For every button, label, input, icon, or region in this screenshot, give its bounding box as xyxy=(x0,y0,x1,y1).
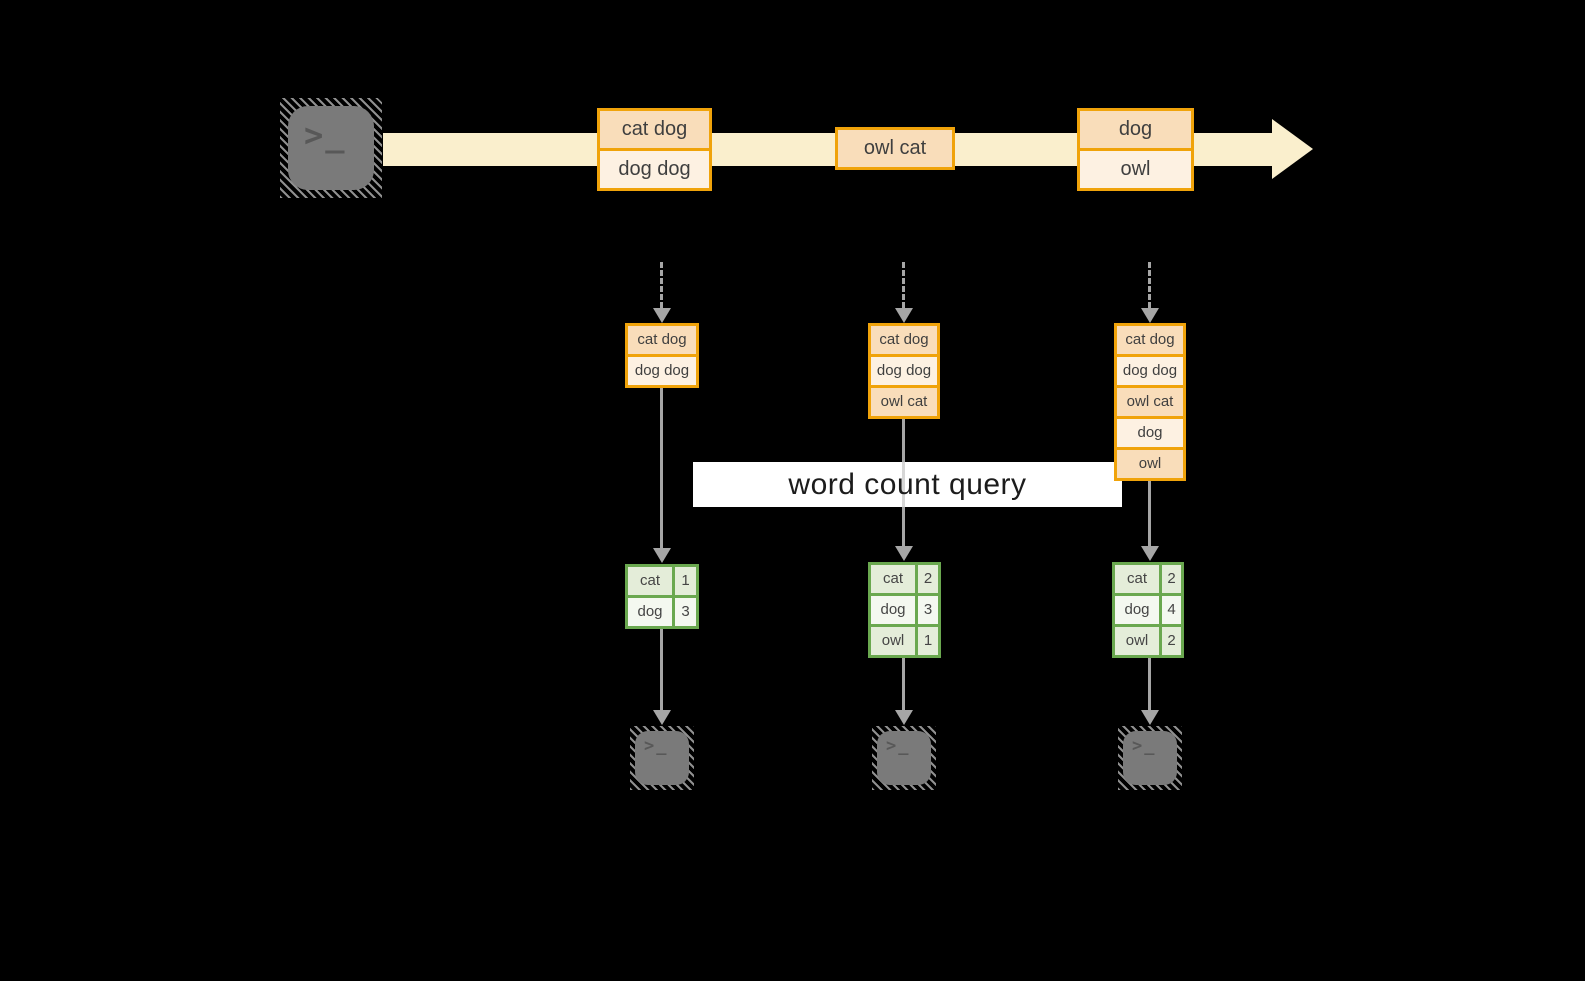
count-row: owl 2 xyxy=(1115,624,1181,655)
stream-event-row: dog dog xyxy=(600,148,709,188)
terminal-body: >_ xyxy=(1123,731,1177,785)
state-row: owl cat xyxy=(1117,385,1183,416)
stream-event-row: owl xyxy=(1080,148,1191,188)
count-row: dog 4 xyxy=(1115,593,1181,624)
count-row: cat 1 xyxy=(628,567,696,595)
state-row: cat dog xyxy=(1117,326,1183,354)
arrowhead-icon xyxy=(1141,308,1159,323)
count-cell: 2 xyxy=(915,565,938,593)
count-row: dog 3 xyxy=(628,595,696,626)
word-cell: dog xyxy=(1115,596,1159,624)
terminal-body: >_ xyxy=(877,731,931,785)
count-cell: 1 xyxy=(672,567,696,595)
word-count-table-2: cat 2 dog 3 owl 1 xyxy=(868,562,941,658)
stream-event-row: owl cat xyxy=(838,130,952,167)
terminal-body: >_ xyxy=(635,731,689,785)
state-row: dog xyxy=(1117,416,1183,447)
terminal-sink-icon-2: >_ xyxy=(872,726,936,790)
state-row: cat dog xyxy=(628,326,696,354)
arrow-through-banner xyxy=(902,462,905,507)
state-row: dog dog xyxy=(871,354,937,385)
terminal-body: >_ xyxy=(288,106,374,190)
arrowhead-icon xyxy=(895,308,913,323)
word-cell: cat xyxy=(628,567,672,595)
count-cell: 4 xyxy=(1159,596,1181,624)
word-cell: owl xyxy=(1115,627,1159,655)
state-buffer-box-2: cat dog dog dog owl cat xyxy=(868,323,940,419)
query-banner: word count query xyxy=(693,462,1122,507)
arrowhead-icon xyxy=(895,546,913,561)
count-row: cat 2 xyxy=(871,565,938,593)
arrowhead-icon xyxy=(653,710,671,725)
dashed-arrow xyxy=(660,262,663,308)
word-count-table-1: cat 1 dog 3 xyxy=(625,564,699,629)
arrowhead-icon xyxy=(1141,710,1159,725)
word-cell: cat xyxy=(1115,565,1159,593)
count-cell: 2 xyxy=(1159,627,1181,655)
count-cell: 3 xyxy=(915,596,938,624)
arrowhead-icon xyxy=(895,710,913,725)
dashed-arrow xyxy=(902,262,905,308)
state-buffer-box-1: cat dog dog dog xyxy=(625,323,699,388)
stream-event-row: cat dog xyxy=(600,111,709,148)
flow-arrow xyxy=(660,629,663,710)
flow-arrow xyxy=(660,388,663,548)
count-row: dog 3 xyxy=(871,593,938,624)
terminal-prompt-icon: >_ xyxy=(304,116,347,154)
terminal-sink-icon-3: >_ xyxy=(1118,726,1182,790)
flow-arrow xyxy=(1148,658,1151,710)
terminal-prompt-icon: >_ xyxy=(1132,736,1157,756)
stream-event-box-3: dog owl xyxy=(1077,108,1194,191)
count-cell: 3 xyxy=(672,598,696,626)
word-cell: dog xyxy=(628,598,672,626)
dashed-arrow xyxy=(1148,262,1151,308)
stream-event-row: dog xyxy=(1080,111,1191,148)
arrowhead-icon xyxy=(653,548,671,563)
state-row: cat dog xyxy=(871,326,937,354)
terminal-prompt-icon: >_ xyxy=(644,736,669,756)
state-row: dog dog xyxy=(628,354,696,385)
count-row: cat 2 xyxy=(1115,565,1181,593)
terminal-prompt-icon: >_ xyxy=(886,736,911,756)
flow-arrow xyxy=(1148,481,1151,546)
count-cell: 1 xyxy=(915,627,938,655)
stream-event-box-1: cat dog dog dog xyxy=(597,108,712,191)
count-cell: 2 xyxy=(1159,565,1181,593)
stream-arrowhead-icon xyxy=(1272,119,1313,179)
state-row: dog dog xyxy=(1117,354,1183,385)
word-cell: cat xyxy=(871,565,915,593)
state-row: owl cat xyxy=(871,385,937,416)
stream-event-box-2: owl cat xyxy=(835,127,955,170)
arrowhead-icon xyxy=(1141,546,1159,561)
state-buffer-box-3: cat dog dog dog owl cat dog owl xyxy=(1114,323,1186,481)
query-banner-label: word count query xyxy=(788,467,1027,501)
terminal-sink-icon-1: >_ xyxy=(630,726,694,790)
word-cell: owl xyxy=(871,627,915,655)
word-cell: dog xyxy=(871,596,915,624)
arrowhead-icon xyxy=(653,308,671,323)
state-row: owl xyxy=(1117,447,1183,478)
count-row: owl 1 xyxy=(871,624,938,655)
terminal-source-icon: >_ xyxy=(280,98,382,198)
word-count-table-3: cat 2 dog 4 owl 2 xyxy=(1112,562,1184,658)
flow-arrow xyxy=(902,658,905,710)
